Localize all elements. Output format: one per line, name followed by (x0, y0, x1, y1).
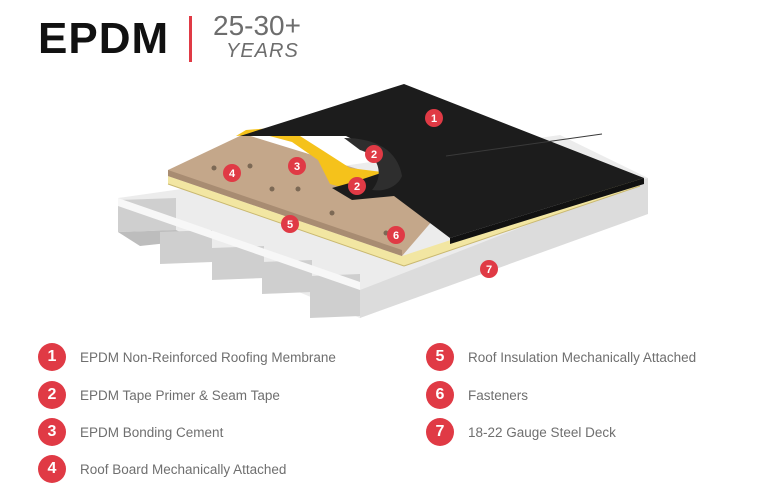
callout-2b: 2 (348, 177, 366, 195)
title-divider (189, 16, 192, 62)
callout-3-number: 3 (294, 161, 300, 173)
callout-7: 7 (480, 260, 498, 278)
years-value: 25-30+ (213, 10, 301, 41)
roof-assembly-diagram: 1 2 2 3 4 5 6 7 (118, 84, 648, 318)
legend-badge: 1 (38, 343, 66, 371)
callout-3: 3 (288, 157, 306, 175)
legend-badge: 2 (38, 381, 66, 409)
legend-badge: 5 (426, 343, 454, 371)
legend-item-6: 6 Fasteners (426, 380, 528, 410)
callout-1-number: 1 (431, 113, 437, 125)
callout-6-number: 6 (393, 230, 399, 242)
callout-5: 5 (281, 215, 299, 233)
roof-board (168, 134, 452, 256)
legend-item-5: 5 Roof Insulation Mechanically Attached (426, 342, 696, 372)
callout-1: 1 (425, 109, 443, 127)
callout-2a-number: 2 (371, 149, 377, 161)
legend-label: EPDM Bonding Cement (80, 424, 224, 440)
callout-2a: 2 (365, 145, 383, 163)
years-label: YEARS (226, 40, 299, 62)
callout-4: 4 (223, 164, 241, 182)
callout-7-number: 7 (486, 264, 492, 276)
legend-badge: 7 (426, 418, 454, 446)
legend-item-1: 1 EPDM Non-Reinforced Roofing Membrane (38, 342, 336, 372)
legend-item-4: 4 Roof Board Mechanically Attached (38, 454, 286, 484)
legend-item-3: 3 EPDM Bonding Cement (38, 417, 223, 447)
legend-label: EPDM Tape Primer & Seam Tape (80, 387, 280, 403)
legend-label: Roof Board Mechanically Attached (80, 461, 287, 477)
legend-badge: 6 (426, 381, 454, 409)
legend-label: EPDM Non-Reinforced Roofing Membrane (80, 349, 336, 365)
bonding-cement (236, 128, 382, 190)
epdm-membrane (240, 84, 644, 244)
legend-badge: 4 (38, 455, 66, 483)
legend-label: Fasteners (468, 387, 529, 403)
legend-label: Roof Insulation Mechanically Attached (468, 349, 697, 365)
callout-5-number: 5 (287, 219, 293, 231)
legend-badge: 3 (38, 418, 66, 446)
legend-label: 18-22 Gauge Steel Deck (468, 424, 616, 440)
legend-item-7: 7 18-22 Gauge Steel Deck (426, 417, 616, 447)
callout-2b-number: 2 (354, 181, 360, 193)
callout-4-number: 4 (229, 168, 236, 180)
legend-item-2: 2 EPDM Tape Primer & Seam Tape (38, 380, 280, 410)
page-title: EPDM (38, 14, 170, 63)
callout-6: 6 (387, 226, 405, 244)
